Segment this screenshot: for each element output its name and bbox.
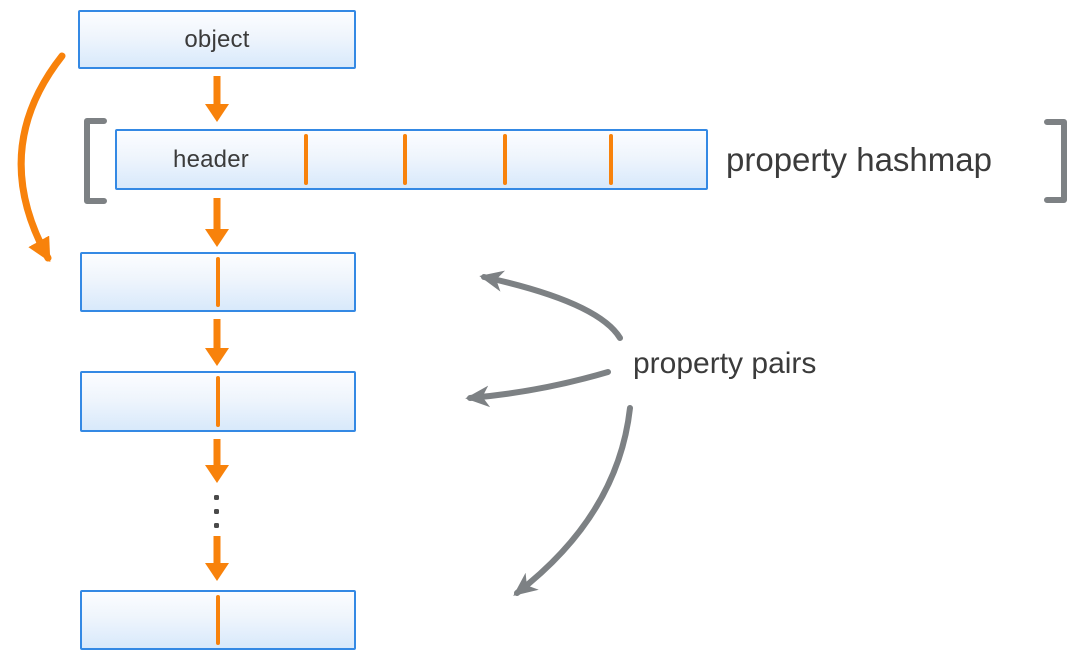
object-box: object — [78, 10, 356, 69]
slot-divider — [609, 134, 613, 185]
slot-divider — [304, 134, 308, 185]
pair-divider — [216, 376, 220, 427]
pointer-arrow-to-pair-2 — [465, 369, 611, 408]
pair-box-2 — [80, 371, 356, 432]
slot-divider — [503, 134, 507, 185]
pair-divider — [216, 257, 220, 307]
pointer-arrow-to-pair-1 — [479, 270, 623, 341]
bracket-left — [84, 118, 107, 204]
arrow-pair-2-to-ellipsis — [205, 439, 229, 483]
ellipsis-dots — [214, 495, 219, 528]
property-pairs-label: property pairs — [633, 347, 817, 380]
object-label: object — [184, 25, 250, 53]
ellipsis-dot — [214, 523, 219, 528]
ellipsis-dot — [214, 495, 219, 500]
property-hashmap-label: property hashmap — [726, 141, 992, 178]
pair-divider — [216, 595, 220, 645]
pair-box-3 — [80, 590, 356, 650]
pointer-arrow-to-pair-3 — [513, 405, 633, 596]
arrow-ellipsis-to-pair-3 — [205, 536, 229, 581]
bracket-right — [1044, 119, 1067, 203]
ellipsis-dot — [214, 509, 219, 514]
slot-divider — [403, 134, 407, 185]
pair-box-1 — [80, 252, 356, 312]
curved-arrow-object-to-first-pair — [17, 52, 66, 263]
hashmap-header-cell-label: header — [173, 145, 249, 173]
arrow-pair-1-to-pair-2 — [205, 319, 229, 366]
arrow-hashmap-to-pair-1 — [205, 198, 229, 247]
arrow-object-to-hashmap — [205, 76, 229, 122]
hashmap-box: header — [115, 129, 708, 190]
